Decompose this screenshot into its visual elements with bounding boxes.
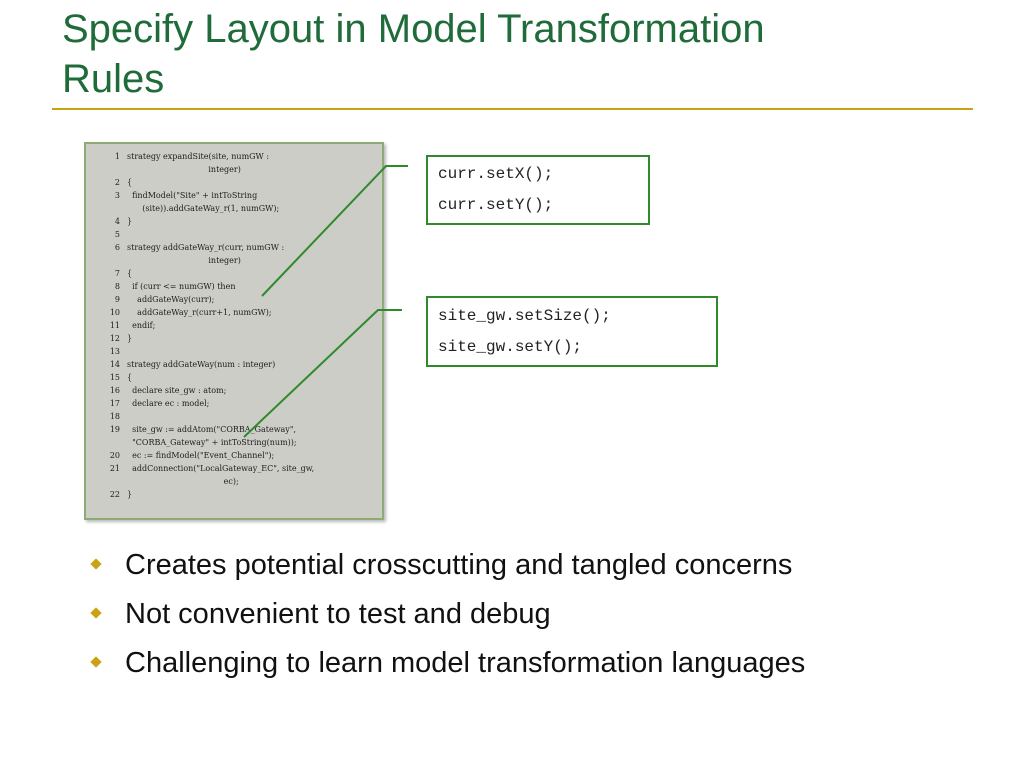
code-line-text: addConnection("LocalGateway_EC", site_gw… bbox=[127, 464, 315, 473]
code-line-number: 7 bbox=[114, 269, 120, 278]
code-line-number: 2 bbox=[114, 178, 120, 187]
callout-line: curr.setY(); bbox=[438, 196, 554, 214]
title-line-2: Rules bbox=[62, 57, 165, 101]
code-line-text: ec := findModel("Event_Channel"); bbox=[127, 451, 275, 460]
diamond-bullet-icon bbox=[90, 558, 102, 570]
code-line-number: 5 bbox=[114, 230, 120, 239]
code-line-text: addGateWay_r(curr+1, numGW); bbox=[127, 308, 272, 317]
code-line-text: if (curr <= numGW) then bbox=[127, 282, 236, 291]
code-line-text: site_gw := addAtom("CORBA_Gateway", bbox=[127, 425, 297, 434]
code-line-number: 21 bbox=[109, 464, 120, 473]
code-line-number: 6 bbox=[114, 243, 120, 252]
bullet-text: Not convenient to test and debug bbox=[125, 598, 551, 630]
code-line-text: strategy addGateWay(num : integer) bbox=[127, 360, 276, 369]
code-line-number: 16 bbox=[109, 386, 120, 395]
code-line-number: 9 bbox=[114, 295, 120, 304]
diamond-bullet-icon bbox=[90, 656, 102, 668]
code-line-number: 3 bbox=[114, 191, 120, 200]
code-line-number: 18 bbox=[109, 412, 120, 421]
code-line-number: 1 bbox=[114, 152, 120, 161]
callout-box-setsize: site_gw.setSize(); site_gw.setY(); bbox=[426, 296, 718, 367]
code-line-text: } bbox=[127, 334, 133, 343]
code-line-number: 22 bbox=[109, 490, 120, 499]
code-line-text: (site)).addGateWay_r(1, numGW); bbox=[127, 204, 280, 213]
code-line-text: { bbox=[127, 178, 133, 187]
callout-line: site_gw.setY(); bbox=[438, 338, 583, 356]
code-line-text: addGateWay(curr); bbox=[127, 295, 215, 304]
code-line-text: strategy addGateWay_r(curr, numGW : bbox=[127, 243, 285, 252]
bullet-text: Challenging to learn model transformatio… bbox=[125, 647, 806, 679]
code-line-number: 17 bbox=[109, 399, 120, 408]
callout-line: site_gw.setSize(); bbox=[438, 307, 611, 325]
code-line-text: ec); bbox=[127, 477, 239, 486]
bullet-text: Creates potential crosscutting and tangl… bbox=[125, 549, 793, 581]
code-line-text: strategy expandSite(site, numGW : bbox=[127, 152, 270, 161]
title-underline bbox=[52, 108, 973, 110]
code-line-number: 20 bbox=[109, 451, 120, 460]
code-line-text: } bbox=[127, 490, 133, 499]
callout-line: curr.setX(); bbox=[438, 165, 554, 183]
code-line-text: endif; bbox=[127, 321, 156, 330]
code-line-number: 19 bbox=[109, 425, 120, 434]
diamond-bullet-icon bbox=[90, 607, 102, 619]
code-line-text: integer) bbox=[127, 256, 241, 265]
code-line-number: 12 bbox=[109, 334, 120, 343]
code-line-text: "CORBA_Gateway" + intToString(num)); bbox=[127, 438, 297, 447]
code-line-text: declare site_gw : atom; bbox=[127, 386, 227, 395]
code-line-number: 4 bbox=[114, 217, 120, 226]
code-line-text: { bbox=[127, 269, 133, 278]
code-line-text: declare ec : model; bbox=[127, 399, 210, 408]
code-line-text: { bbox=[127, 373, 133, 382]
code-line-number: 11 bbox=[109, 321, 120, 330]
slide-title: Specify Layout in Model Transformation R… bbox=[62, 4, 962, 104]
code-line-text: } bbox=[127, 217, 133, 226]
title-line-1: Specify Layout in Model Transformation bbox=[62, 7, 765, 51]
code-line-text: findModel("Site" + intToString bbox=[127, 191, 258, 200]
code-line-number: 13 bbox=[109, 347, 120, 356]
code-listing-panel: 1 strategy expandSite(site, numGW : integ… bbox=[84, 142, 384, 520]
code-line-number: 14 bbox=[109, 360, 120, 369]
code-line-number: 10 bbox=[109, 308, 120, 317]
code-line-text: integer) bbox=[127, 165, 241, 174]
code-line-number: 15 bbox=[109, 373, 120, 382]
callout-box-setxy: curr.setX(); curr.setY(); bbox=[426, 155, 650, 225]
code-line-number: 8 bbox=[114, 282, 120, 291]
